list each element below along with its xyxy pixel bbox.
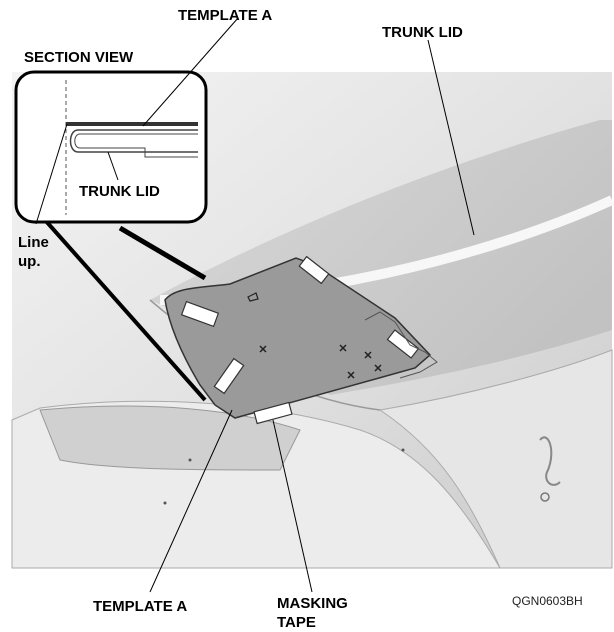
figure-code: QGN0603BH [512,594,583,608]
trunk-lid-inset-label: TRUNK LID [79,183,160,200]
section-view-label: SECTION VIEW [24,49,134,66]
car-rear-illustration [11,72,614,569]
template-a-top-label: TEMPLATE A [178,7,272,24]
template-a-bottom-label: TEMPLATE A [93,598,187,615]
template-arrow-mark [247,292,259,302]
trunk-lid-top-label: TRUNK LID [382,24,463,41]
line-up-label-line2: up. [18,253,41,270]
inset-callout-lines [43,218,207,402]
template-x-marks [259,344,382,379]
masking-tape-label-line2: TAPE [277,614,316,631]
line-up-label-line1: Line [18,234,49,251]
section-view-inset [14,70,208,224]
masking-tape-strips [180,255,438,425]
leader-lines [35,17,475,593]
masking-tape-label-line1: MASKING [277,595,348,612]
